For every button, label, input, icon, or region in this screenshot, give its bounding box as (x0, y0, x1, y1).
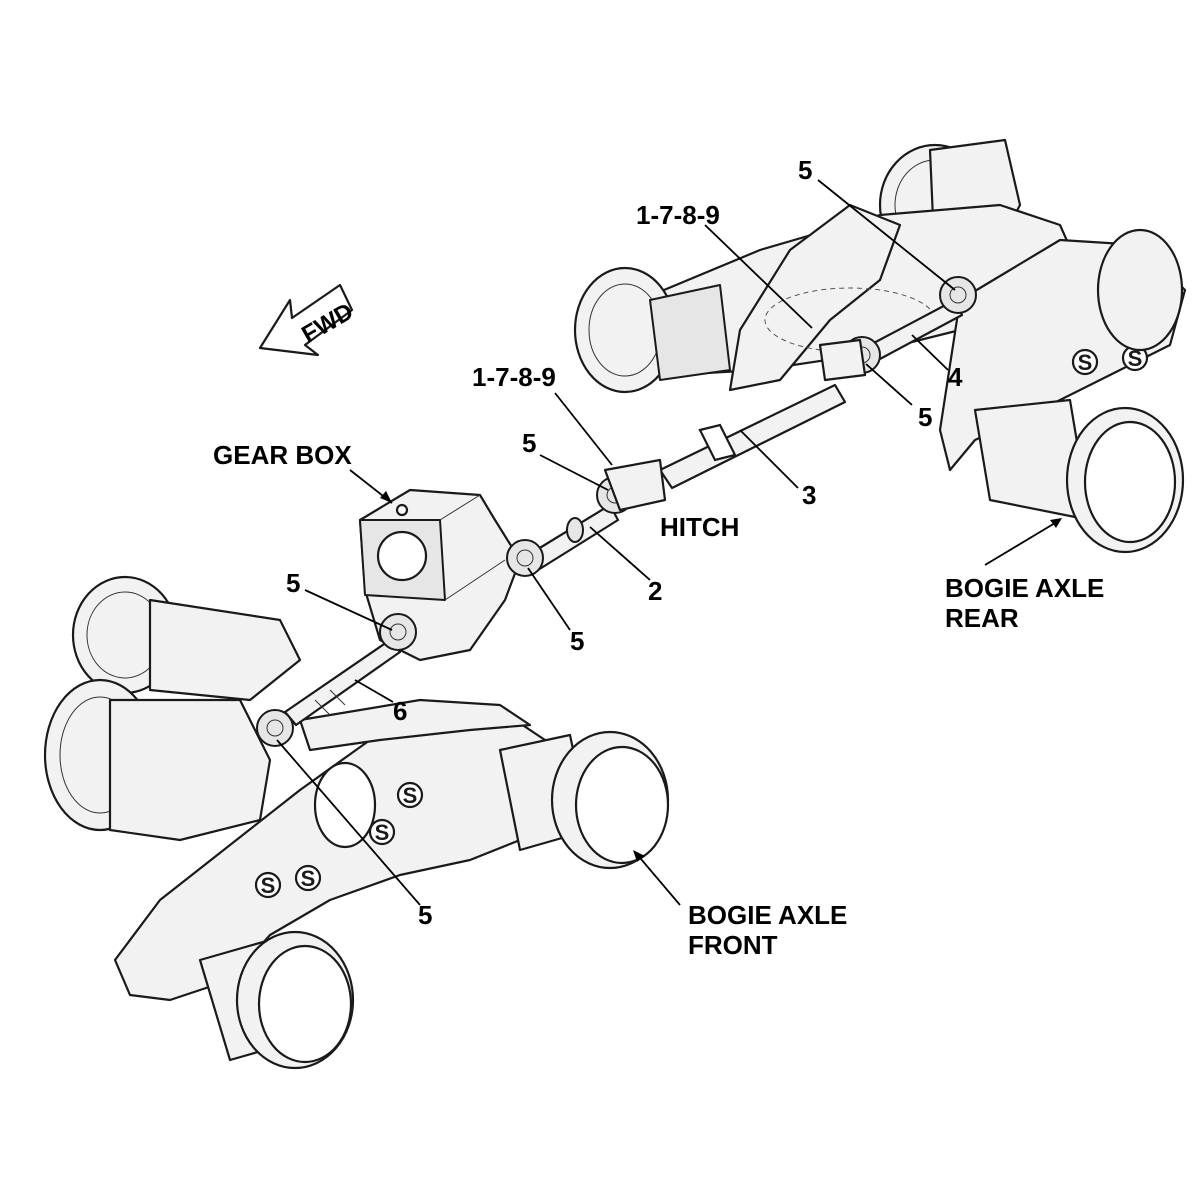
bogie-axle-rear-line1: BOGIE AXLE (945, 573, 1105, 603)
frame-mark-s: S (375, 820, 390, 845)
callout-1789-lower: 1-7-8-9 (472, 362, 556, 392)
hitch-label: HITCH (660, 512, 740, 542)
frame-mark-s: S (261, 873, 276, 898)
callout-5-hitch: 5 (522, 428, 537, 458)
callout-5-top-right: 5 (798, 155, 813, 185)
bogie-axle-front-label: BOGIE AXLE FRONT (688, 900, 847, 960)
callout-1789-upper: 1-7-8-9 (636, 200, 720, 230)
bogie-axle-front-line1: BOGIE AXLE (688, 900, 848, 930)
callout-5-rear-lower: 5 (918, 402, 933, 432)
forward-direction-arrow: FWD (258, 283, 358, 357)
u-joint-gearbox-left (379, 613, 417, 651)
u-joint-rear-lower (818, 336, 881, 382)
bogie-axle-rear: S S (573, 138, 1187, 554)
bogie-axle-front-line2: FRONT (688, 930, 778, 960)
callout-3: 3 (802, 480, 817, 510)
callout-4: 4 (948, 362, 963, 392)
bogie-axle-rear-label: BOGIE AXLE REAR (945, 573, 1104, 633)
leader-lines (276, 179, 1062, 906)
frame-mark-s: S (1078, 350, 1093, 375)
callout-5-front-bottom: 5 (418, 900, 433, 930)
bogie-axle-rear-line2: REAR (945, 603, 1019, 633)
universal-joints (256, 276, 977, 747)
callout-2: 2 (648, 576, 663, 606)
frame-mark-s: S (1128, 346, 1143, 371)
u-joint-hitch (596, 458, 667, 514)
drive-shafts (283, 298, 964, 727)
u-joint-front (256, 709, 294, 747)
gear-box-label: GEAR BOX (213, 440, 352, 470)
bogie-axle-front: S S S S (43, 575, 670, 1070)
callout-6: 6 (393, 696, 408, 726)
frame-mark-s: S (301, 866, 316, 891)
u-joint-gearbox-right (506, 539, 544, 577)
frame-mark-s: S (403, 783, 418, 808)
callout-5-gearbox-right: 5 (570, 626, 585, 656)
callout-5-gearbox-left: 5 (286, 568, 301, 598)
